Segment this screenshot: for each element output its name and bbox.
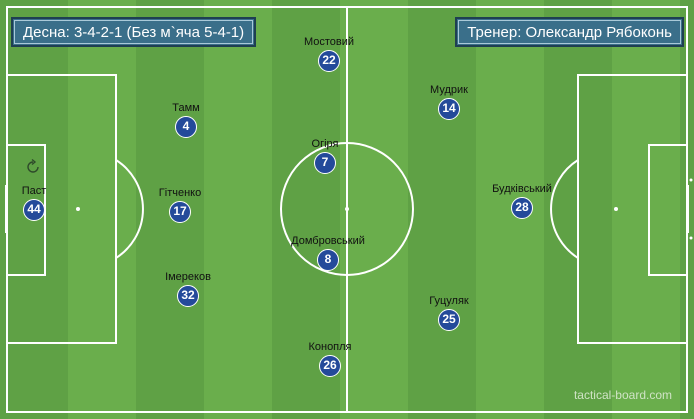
player-name: Огіря <box>311 138 339 150</box>
player-name: Домбровський <box>291 235 365 247</box>
player-number: 17 <box>169 201 191 223</box>
player-number: 4 <box>175 116 197 138</box>
player-number: 26 <box>319 355 341 377</box>
player-name: Гуцуляк <box>429 295 469 307</box>
formation-label: Десна: 3-4-2-1 (Без м`яча 5-4-1) <box>11 17 257 47</box>
player-name: Мостовий <box>303 36 355 48</box>
player-number: 8 <box>317 249 339 271</box>
player-name: Будківський <box>492 183 552 195</box>
player-name: Мудрик <box>430 84 468 96</box>
player-number: 22 <box>318 50 340 72</box>
rotate-icon[interactable] <box>24 158 42 176</box>
watermark: tactical-board.com <box>573 388 672 402</box>
player-number: 25 <box>438 309 460 331</box>
player-number: 14 <box>438 98 460 120</box>
player-number: 32 <box>177 285 199 307</box>
player-name: Тамм <box>172 102 200 114</box>
coach-label: Тренер: Олександр Рябоконь <box>455 17 684 47</box>
player-name: Конопля <box>308 341 352 353</box>
player-name: Гітченко <box>158 187 202 199</box>
player-number: 28 <box>511 197 533 219</box>
player-number: 44 <box>23 199 45 221</box>
player-name: Імереков <box>165 271 211 283</box>
player-name: Паст <box>21 185 47 197</box>
player-number: 7 <box>314 152 336 174</box>
